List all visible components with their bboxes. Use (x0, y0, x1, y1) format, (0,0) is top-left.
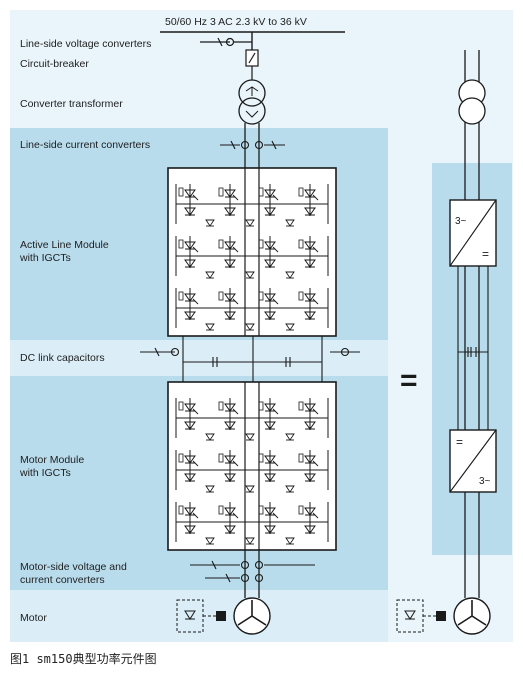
band-motor (10, 590, 388, 642)
label-motor-module-2: with IGCTs (19, 467, 71, 479)
encoder-left (176, 599, 226, 633)
band-line-side-current (10, 128, 388, 160)
svg-text:3~: 3~ (479, 476, 491, 487)
right-transformer (458, 79, 486, 125)
active-line-module-igcts (175, 168, 329, 336)
motor-module-igcts (175, 382, 329, 550)
band-line-side-voltage (10, 10, 513, 128)
label-dc-link: DC link capacitors (20, 352, 105, 364)
svg-text:3~: 3~ (455, 216, 467, 227)
svg-text:=: = (456, 435, 463, 449)
label-motor: Motor (20, 612, 47, 624)
band-motor-side-converters (10, 556, 388, 590)
inverter-block: = 3~ (449, 429, 497, 493)
dc-link (140, 336, 360, 382)
label-supply: 50/60 Hz 3 AC 2.3 kV to 36 kV (165, 16, 307, 28)
converter-transformer-symbol (238, 79, 266, 125)
label-line-side-current: Line-side current converters (20, 139, 150, 151)
right-dc-link (457, 266, 489, 430)
encoder-right (396, 599, 446, 633)
motor-side-converters (190, 560, 315, 583)
band-dc-link (10, 340, 388, 376)
band-right-motor (388, 556, 513, 642)
motor-symbol-right (453, 597, 491, 635)
line-current-converters (220, 140, 285, 150)
label-motor-module-1: Motor Module (20, 454, 84, 466)
label-motor-side-converters-1: Motor-side voltage and (20, 561, 127, 573)
motor-symbol-left (233, 597, 271, 635)
circuit-breaker-symbol (245, 49, 259, 80)
label-line-side-voltage: Line-side voltage converters (20, 38, 151, 50)
label-motor-side-converters-2: current converters (20, 574, 105, 586)
equals-sign: = (400, 364, 418, 397)
rectifier-block: 3~ = (449, 199, 497, 267)
line-voltage-converter (200, 37, 252, 47)
label-active-line-module-2: with IGCTs (19, 252, 71, 264)
label-circuit-breaker: Circuit-breaker (20, 58, 89, 70)
figure-caption: 图1 sm150典型功率元件图 (10, 652, 157, 666)
svg-text:=: = (482, 247, 489, 261)
label-active-line-module-1: Active Line Module (20, 239, 109, 251)
label-converter-transformer: Converter transformer (20, 98, 123, 110)
